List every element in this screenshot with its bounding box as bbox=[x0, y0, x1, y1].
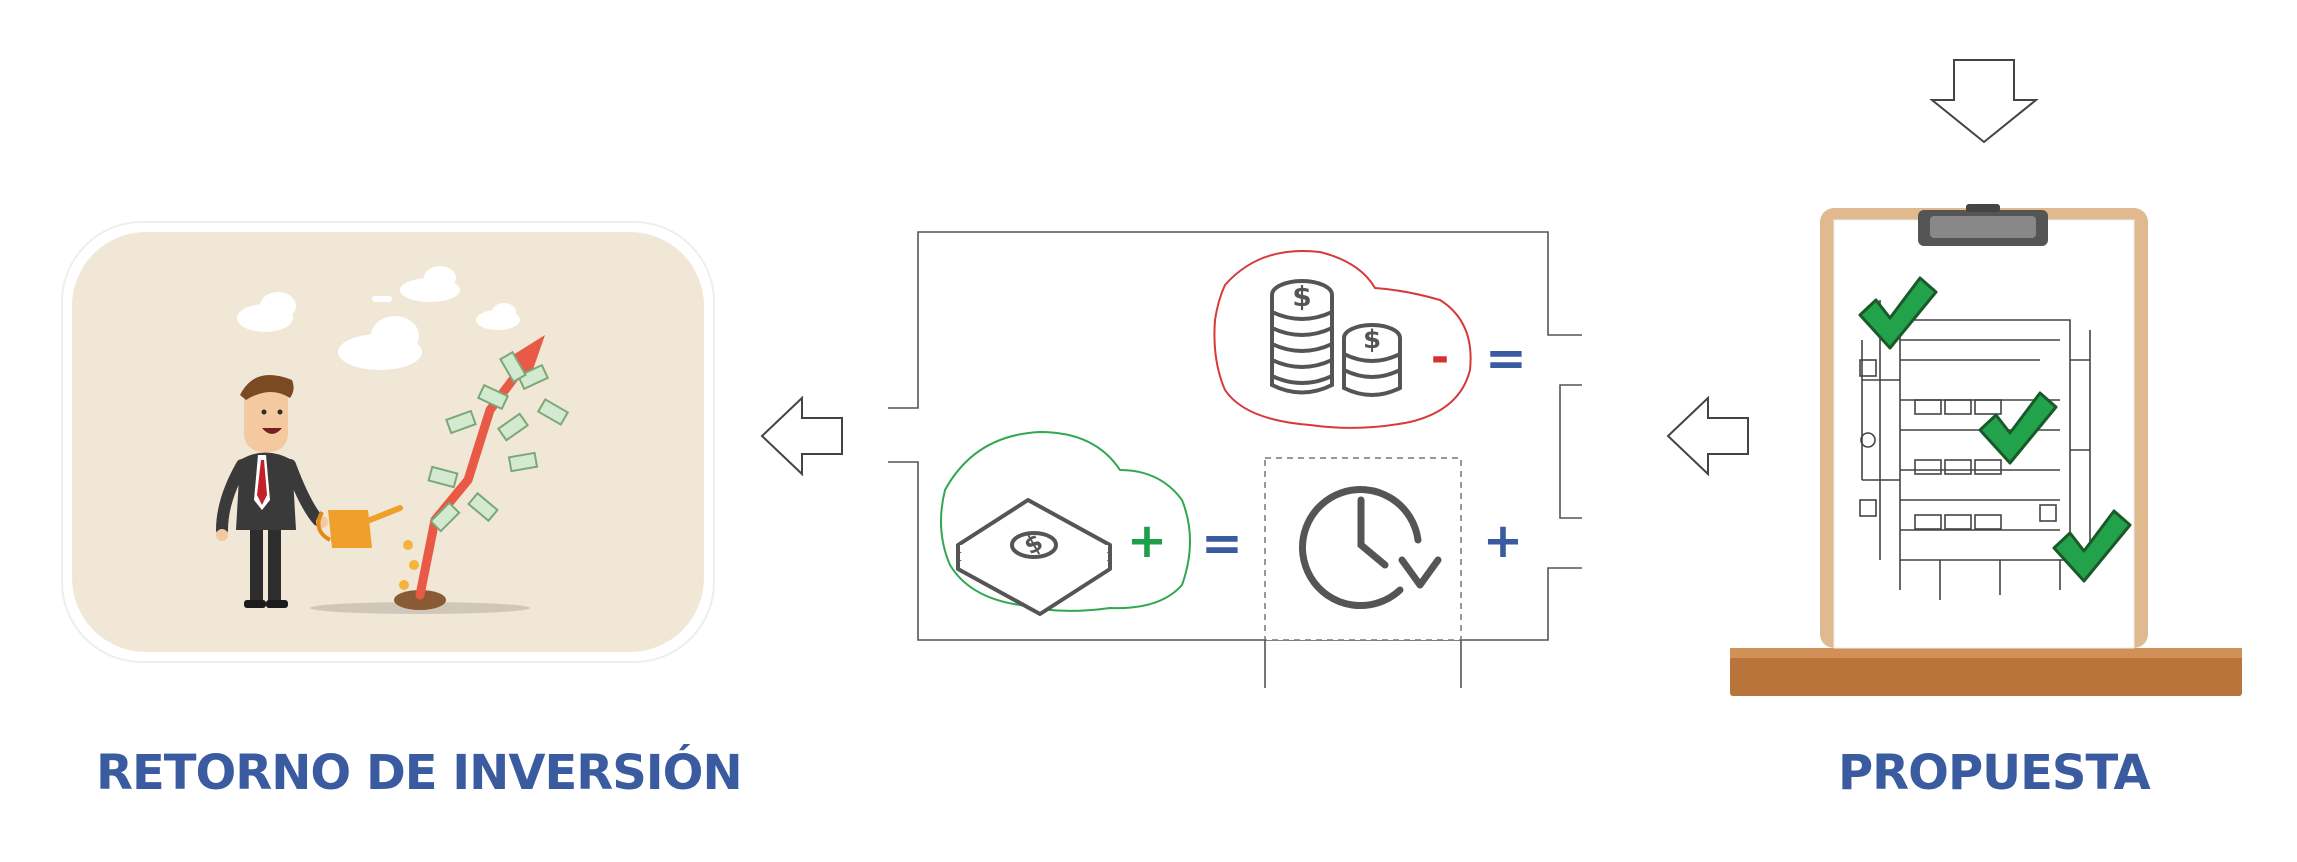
clock-rotate-icon bbox=[1299, 486, 1442, 610]
arrow-left-icon bbox=[760, 395, 843, 477]
investment-illustration-card bbox=[61, 221, 715, 663]
clipboard-with-checklist-schematic-icon bbox=[1730, 204, 2242, 696]
dollar-sign-coin-2: $ bbox=[1363, 325, 1381, 355]
time-plus-operator: + bbox=[1483, 513, 1523, 569]
cost-minus-operator: - bbox=[1431, 332, 1449, 383]
money-equals-operator: = bbox=[1201, 514, 1243, 572]
roi-caption: RETORNO DE INVERSIÓN bbox=[96, 745, 743, 801]
arrow-down-icon bbox=[1929, 59, 2039, 144]
dollar-sign-coin-1: $ bbox=[1292, 280, 1311, 313]
money-plus-operator: + bbox=[1127, 513, 1167, 569]
clouds-group bbox=[237, 266, 520, 370]
cost-equals-operator: = bbox=[1485, 329, 1527, 387]
cash-stack-icon bbox=[956, 498, 1112, 616]
center-frame-lines bbox=[888, 231, 1582, 641]
businessman-watering-money-plant-icon bbox=[216, 335, 570, 614]
proposal-caption: PROPUESTA bbox=[1838, 745, 2151, 801]
arrow-left-icon bbox=[1666, 395, 1749, 477]
stacked-coins-icon bbox=[1270, 279, 1402, 397]
